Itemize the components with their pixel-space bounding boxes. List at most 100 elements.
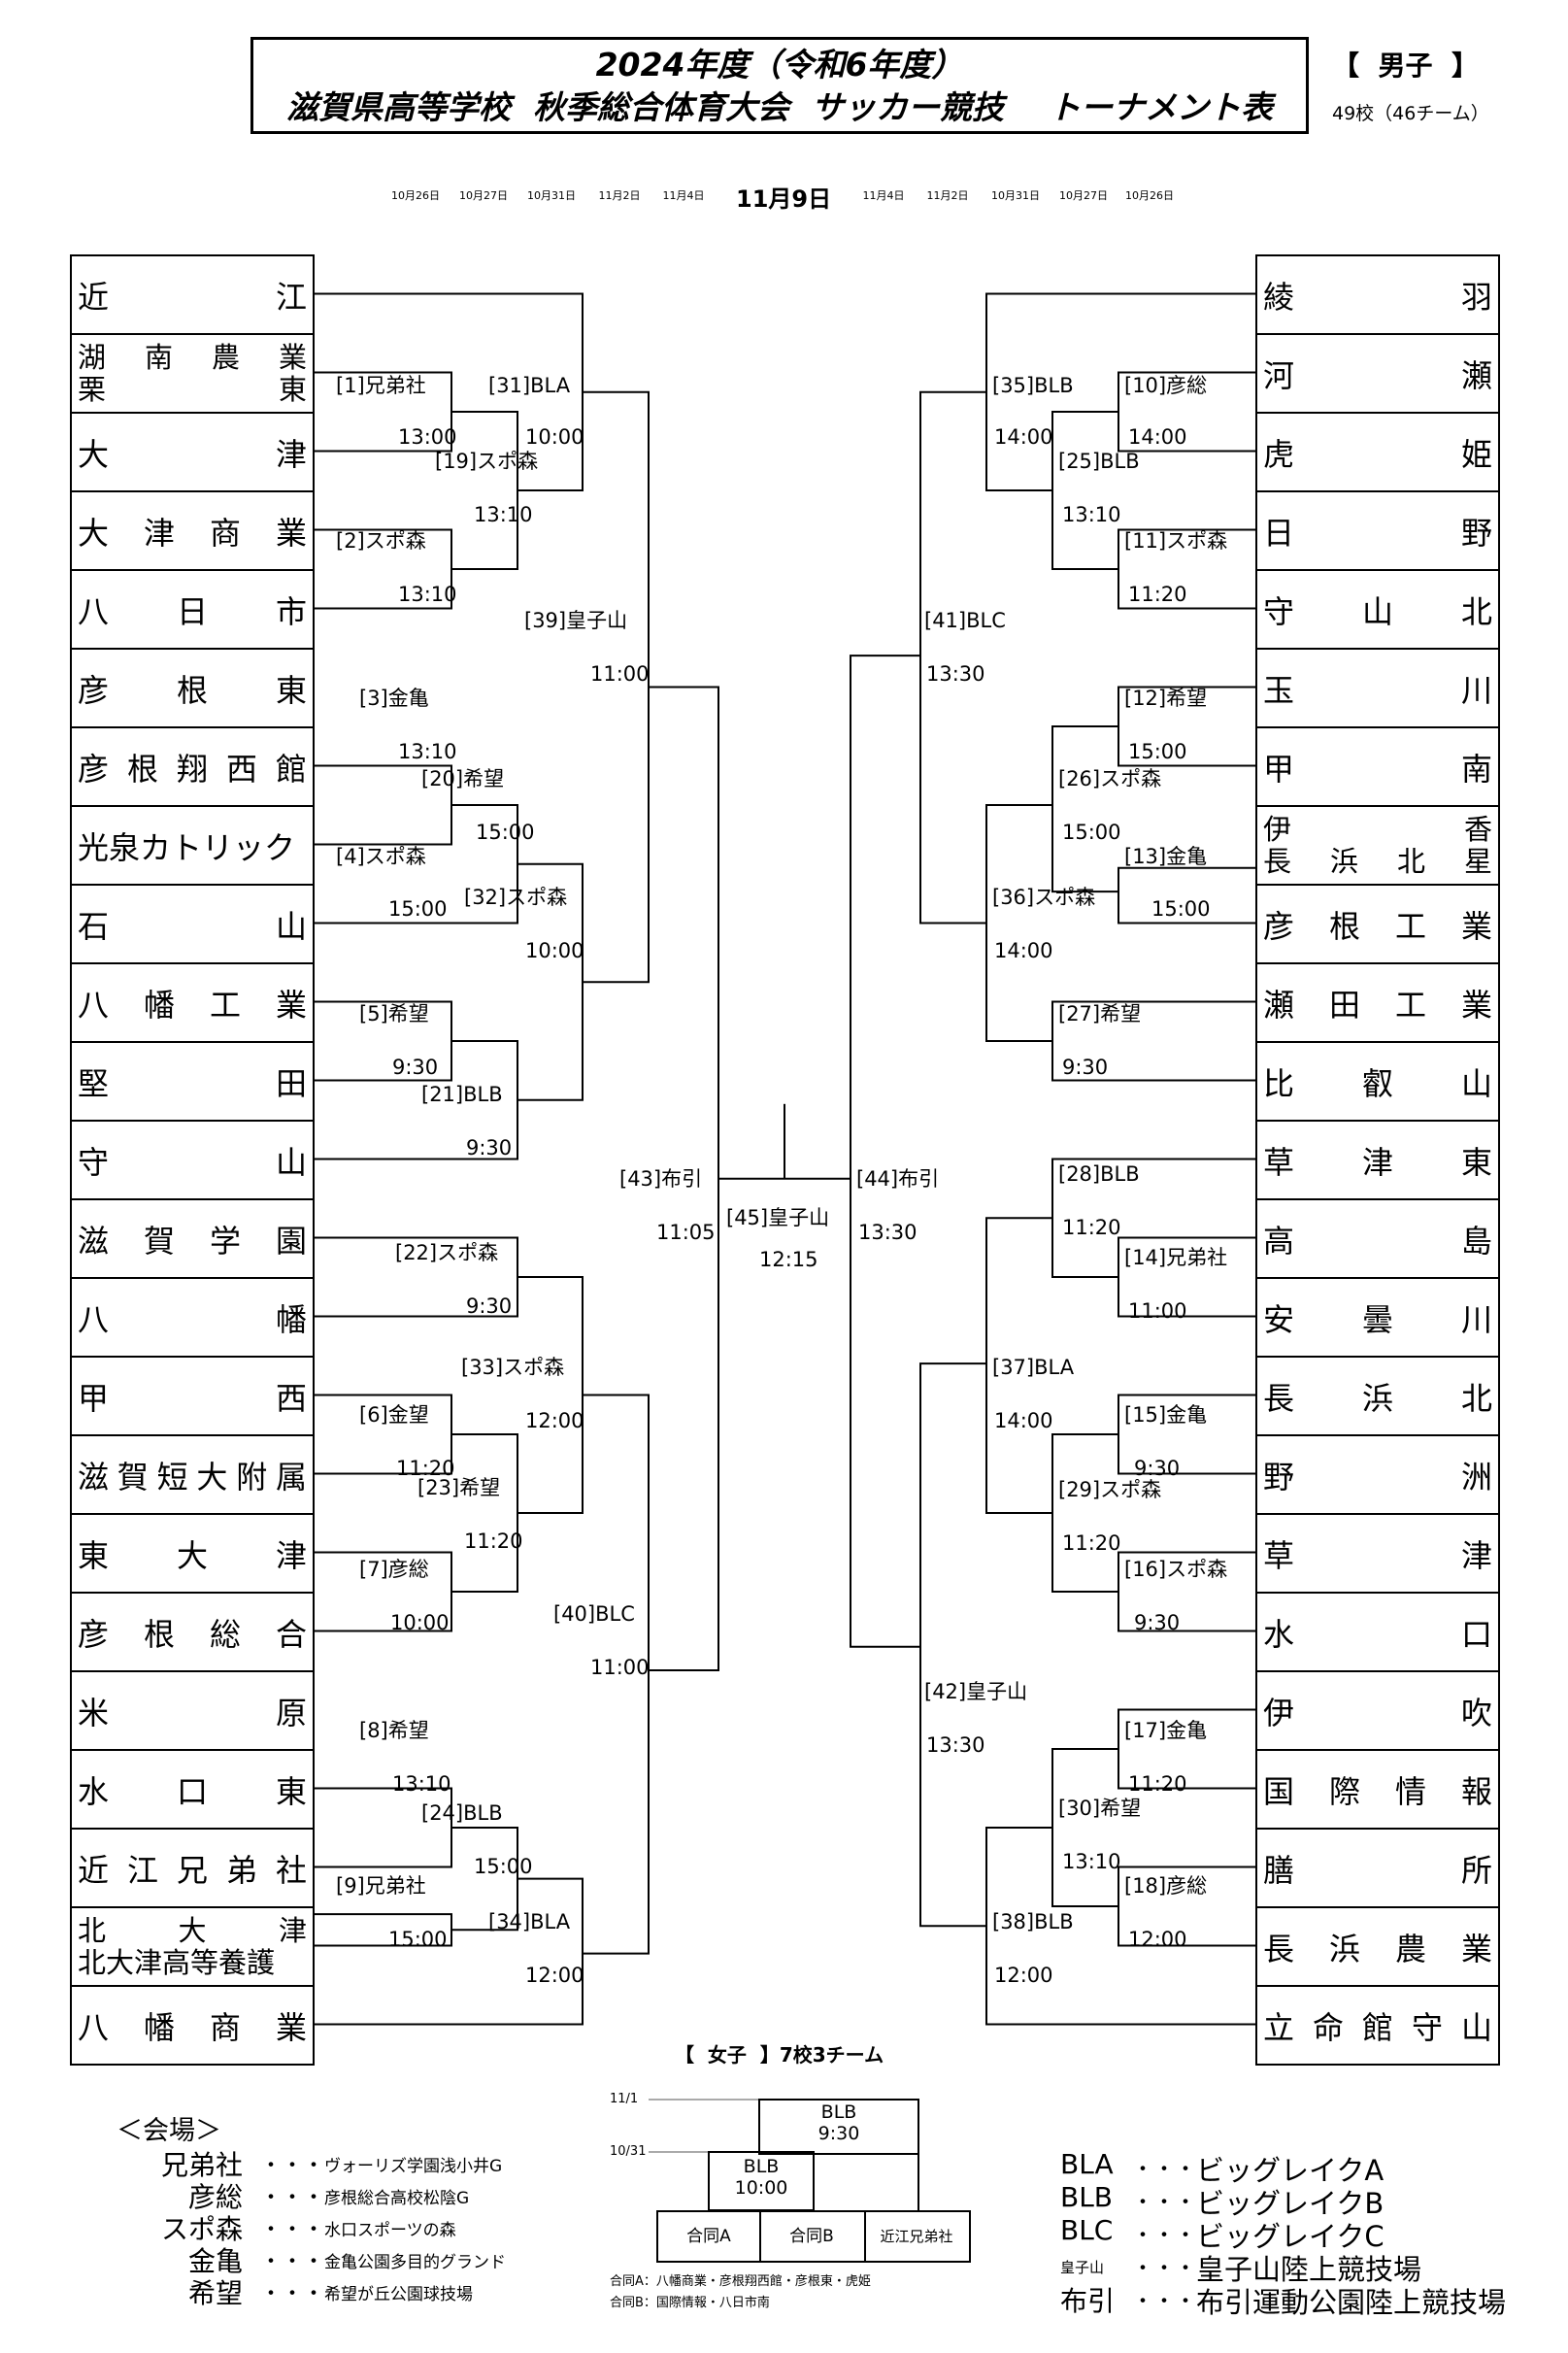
team-name: 瀬田工業	[1263, 986, 1492, 1024]
match-label: [25]BLB	[1058, 450, 1140, 473]
match-time: 13:30	[858, 1221, 917, 1244]
women-final-time: 9:30	[817, 2123, 860, 2144]
team-name: 八日市	[78, 592, 307, 630]
title-main: 滋賀県高等学校 秋季総合体育大会 サッカー競技 トーナメント表	[286, 88, 1273, 126]
date-tick-right: 10月27日	[1059, 189, 1108, 202]
team-name: 東大津	[78, 1536, 307, 1574]
team-name: 北大津	[78, 1913, 307, 1947]
team-name: 河瀬	[1263, 356, 1492, 394]
team-name: 栗東	[78, 372, 307, 406]
match-label: [4]スポ森	[336, 845, 426, 868]
legend-desc: 皇子山陸上競技場	[1196, 2253, 1422, 2286]
bracket-line	[583, 1394, 650, 1955]
bracket-line	[1051, 725, 1118, 893]
team-cell: 虎姫	[1257, 414, 1498, 492]
match-time: 15:00	[388, 1928, 448, 1951]
date-tick-right: 10月26日	[1125, 189, 1174, 202]
team-cell: 日野	[1257, 492, 1498, 571]
women-title: 【 女子 】7校3チーム	[675, 2043, 884, 2067]
team-name: 大津	[78, 435, 307, 473]
team-cell: 水口	[1257, 1594, 1498, 1672]
team-name: 米原	[78, 1694, 307, 1731]
team-name: 虎姫	[1263, 435, 1492, 473]
team-cell: 石山	[72, 886, 313, 964]
team-cell: 甲南	[1257, 728, 1498, 807]
match-label: [12]希望	[1124, 687, 1208, 710]
match-time: 9:30	[1134, 1611, 1181, 1634]
legend-dots: ・・・	[1132, 2257, 1197, 2281]
team-name: 伊吹	[1263, 1694, 1492, 1731]
left-team-column: 近江湖南農業栗東大津大津商業八日市彦根東彦根翔西館光泉カトリック石山八幡工業堅田…	[70, 254, 315, 2066]
match-time: 11:05	[656, 1221, 716, 1244]
women-date-final: 11/1	[610, 2092, 639, 2106]
team-cell: 守山	[72, 1122, 313, 1200]
venue-name: スポ森	[160, 2213, 243, 2245]
match-label: [27]希望	[1058, 1002, 1142, 1025]
match-time: 15:00	[1151, 897, 1211, 921]
match-label: [45]皇子山	[726, 1206, 830, 1229]
venue-name: 彦総	[187, 2181, 243, 2213]
match-label: [15]金亀	[1124, 1403, 1208, 1427]
match-label: [6]金望	[359, 1403, 429, 1427]
team-cell: 守山北	[1257, 571, 1498, 650]
team-name: 水口	[1263, 1615, 1492, 1653]
team-cell: 北大津北大津高等養護	[72, 1908, 313, 1987]
team-cell: 高島	[1257, 1200, 1498, 1279]
team-cell: 彦根工業	[1257, 886, 1498, 964]
match-time: 13:30	[926, 662, 985, 686]
team-cell: 八幡	[72, 1279, 313, 1358]
women-semi: BLB 10:00	[709, 2156, 814, 2199]
team-cell: 近江	[72, 256, 313, 335]
team-cell: 立命館守山	[1257, 1987, 1498, 2066]
match-time: 15:00	[474, 1855, 533, 1878]
team-name: 守山北	[1263, 592, 1492, 630]
match-time: 14:00	[994, 939, 1053, 962]
team-cell: 大津商業	[72, 492, 313, 571]
match-time: 11:20	[464, 1529, 523, 1553]
women-final: BLB 9:30	[759, 2101, 918, 2144]
women-note-b: 合同B：国際情報・八日市南	[610, 2296, 770, 2310]
team-name: 水口東	[78, 1772, 307, 1810]
legend-code: BLA	[1060, 2148, 1114, 2180]
team-name: 伊香	[1263, 812, 1492, 846]
legend-code: BLC	[1060, 2214, 1114, 2246]
legend-desc: ビッグレイクA	[1196, 2154, 1385, 2187]
team-name: 玉川	[1263, 671, 1492, 709]
match-time: 12:00	[994, 1964, 1053, 1987]
legend-desc: ビッグレイクB	[1196, 2187, 1385, 2220]
match-label: [32]スポ森	[464, 886, 568, 909]
date-tick-left: 11月4日	[662, 189, 705, 202]
venue-dots: ・・・	[260, 2154, 325, 2178]
team-name: 国際情報	[1263, 1772, 1492, 1810]
date-tick-right: 11月4日	[862, 189, 905, 202]
legend-dots: ・・・	[1132, 2158, 1197, 2182]
match-time: 15:00	[388, 897, 448, 921]
right-team-column: 綾羽河瀬虎姫日野守山北玉川甲南伊香長浜北星彦根工業瀬田工業比叡山草津東高島安曇川…	[1255, 254, 1500, 2066]
school-count: 49校（46チーム）	[1332, 103, 1489, 124]
team-name: 長浜北	[1263, 1379, 1492, 1417]
women-team-b: 合同B	[759, 2210, 866, 2263]
match-time: 11:20	[1062, 1216, 1121, 1239]
match-time: 10:00	[525, 425, 584, 449]
match-time: 15:00	[1062, 821, 1121, 844]
match-label: [7]彦総	[359, 1558, 429, 1581]
match-label: [37]BLA	[992, 1356, 1075, 1379]
team-name: 滋賀学園	[78, 1222, 307, 1260]
team-name: 草津	[1263, 1536, 1492, 1574]
match-label: [40]BLC	[553, 1602, 635, 1626]
team-cell: 彦根翔西館	[72, 728, 313, 807]
team-cell: 水口東	[72, 1751, 313, 1830]
date-tick-left: 10月27日	[459, 189, 508, 202]
venue-heading: ＜会場＞	[117, 2116, 221, 2146]
team-cell: 八幡工業	[72, 964, 313, 1043]
team-name: 日野	[1263, 514, 1492, 552]
match-label: [10]彦総	[1124, 374, 1208, 397]
team-name: 湖南農業	[78, 340, 307, 374]
team-cell: 瀬田工業	[1257, 964, 1498, 1043]
legend-code: 皇子山	[1060, 2259, 1105, 2276]
match-time: 15:00	[476, 821, 535, 844]
match-time: 13:10	[474, 503, 533, 526]
bracket-line	[985, 1217, 1052, 1514]
team-name: 八幡商業	[78, 2008, 307, 2046]
team-name: 長浜農業	[1263, 1930, 1492, 1967]
